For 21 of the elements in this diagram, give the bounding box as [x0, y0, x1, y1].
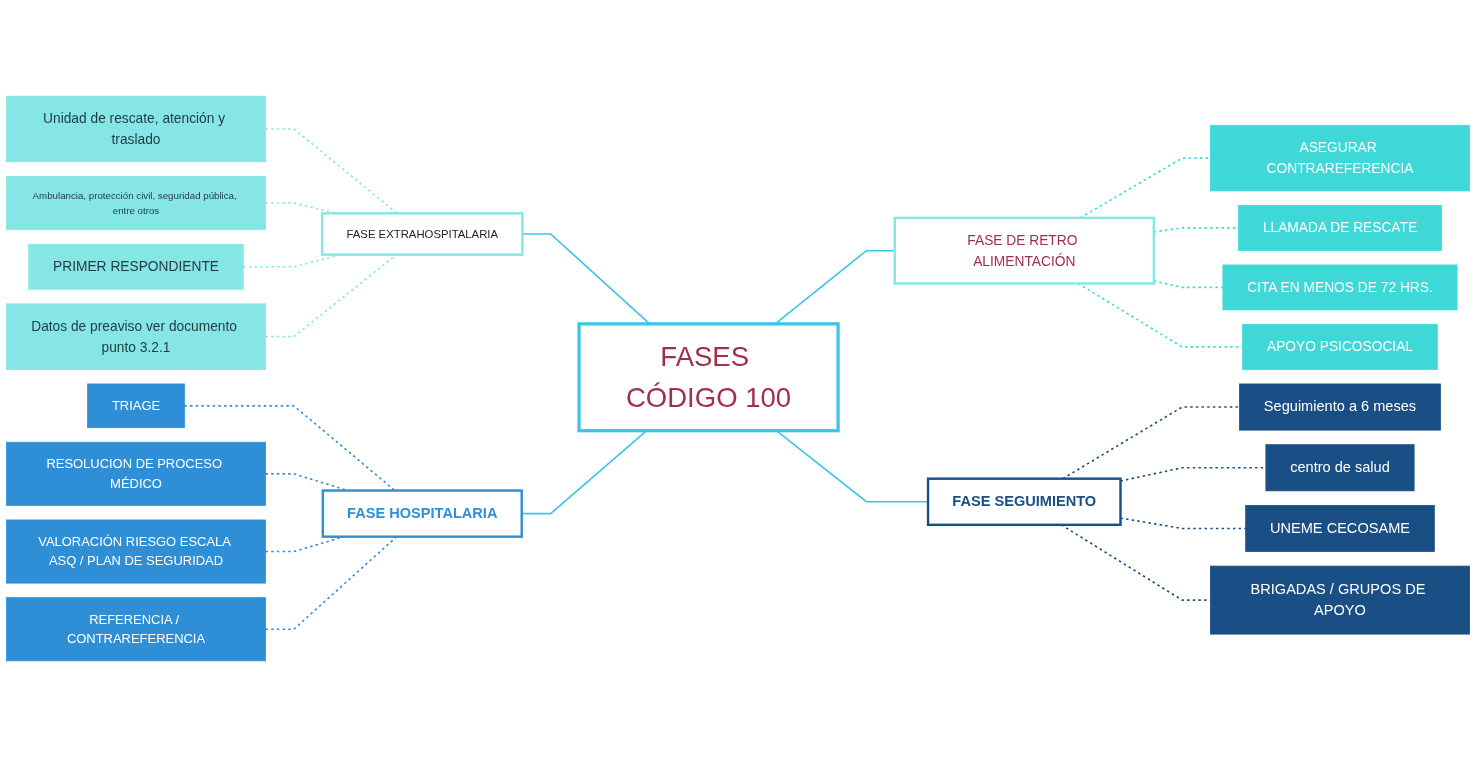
- node-box: FASE EXTRAHOSPITALARIA: [321, 212, 524, 256]
- node-box: Seguimiento a 6 meses: [1239, 383, 1441, 431]
- node-box: FASES CÓDIGO 100: [577, 322, 840, 433]
- node-box: PRIMER RESPONDIENTE: [28, 243, 244, 290]
- node-box: TRIAGE: [87, 383, 185, 429]
- node-box: UNEME CECOSAME: [1245, 505, 1435, 552]
- node-box: Ambulancia, protección civil, seguridad pública, entre otros: [6, 175, 266, 231]
- node-box: Unidad de rescate, atención y traslado: [6, 95, 266, 163]
- node-box: CITA EN MENOS DE 72 HRS.: [1222, 264, 1458, 311]
- node-box: BRIGADAS / GRUPOS DE APOYO: [1210, 565, 1470, 635]
- node-box: RESOLUCION DE PROCESO MÉDICO: [6, 441, 266, 506]
- node-box: FASE DE RETRO ALIMENTACIÓN: [893, 216, 1155, 285]
- node-box: ASEGURAR CONTRAREFERENCIA: [1210, 124, 1470, 192]
- node-box: VALORACIÓN RIESGO ESCALA ASQ / PLAN DE SEGURIDAD: [6, 519, 266, 584]
- node-box: centro de salud: [1265, 444, 1415, 492]
- node-box: FASE HOSPITALARIA: [321, 489, 523, 538]
- node-box: FASE SEGUIMIENTO: [926, 477, 1122, 527]
- node-box: REFERENCIA / CONTRAREFERENCIA: [6, 597, 266, 662]
- node-box: LLAMADA DE RESCATE: [1238, 205, 1442, 251]
- node-box: APOYO PSICOSOCIAL: [1242, 324, 1438, 370]
- node-box: Datos de preaviso ver documento punto 3.2.1: [6, 303, 266, 370]
